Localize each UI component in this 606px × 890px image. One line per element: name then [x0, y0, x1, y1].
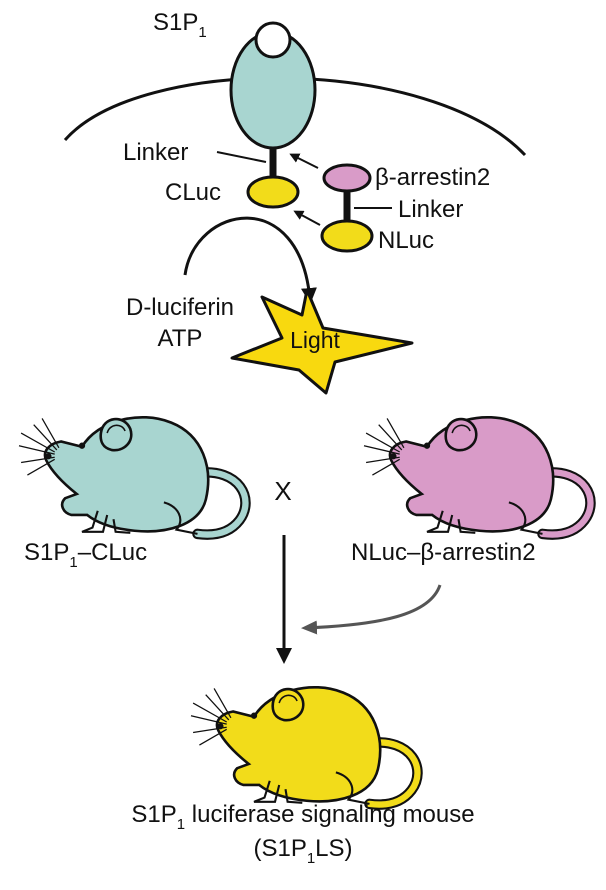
nluc-fragment: [320, 219, 374, 253]
cluc-label: CLuc: [165, 179, 221, 206]
arrestin-to-receptor-arrow: [289, 153, 319, 169]
light-star: [230, 288, 414, 395]
substrate-label-2: ATP: [158, 325, 203, 352]
left-parent-label: S1P1–CLuc: [24, 539, 147, 571]
beta-arrestin2-protein: [322, 163, 372, 193]
linker-top-pointer: [216, 151, 267, 163]
nluc-to-cluc-arrow: [293, 210, 321, 226]
result-label-line1: S1P1 luciferase signaling mouse: [131, 801, 474, 833]
pink-mouse-icon: [364, 417, 590, 534]
linker-top-label: Linker: [123, 139, 188, 166]
cross-operator: X: [274, 476, 291, 506]
substrate-to-light-arrow: [183, 216, 317, 304]
light-label: Light: [290, 327, 340, 353]
result-label-line2: (S1P1LS): [253, 835, 352, 867]
ligand-pocket: [254, 21, 292, 59]
yellow-mouse-icon: [191, 687, 417, 804]
teal-mouse-icon: [19, 417, 245, 534]
linker-bottom-label: Linker: [398, 196, 463, 223]
nluc-label: NLuc: [378, 227, 434, 254]
right-parent-label: NLuc–β-arrestin2: [351, 539, 536, 566]
cluc-fragment: [246, 175, 300, 209]
substrate-label-1: D-luciferin: [126, 294, 234, 321]
pink-to-offspring-arrow: [301, 584, 442, 635]
receptor-label: S1P1: [153, 9, 207, 41]
arrestin-label: β-arrestin2: [375, 164, 490, 191]
